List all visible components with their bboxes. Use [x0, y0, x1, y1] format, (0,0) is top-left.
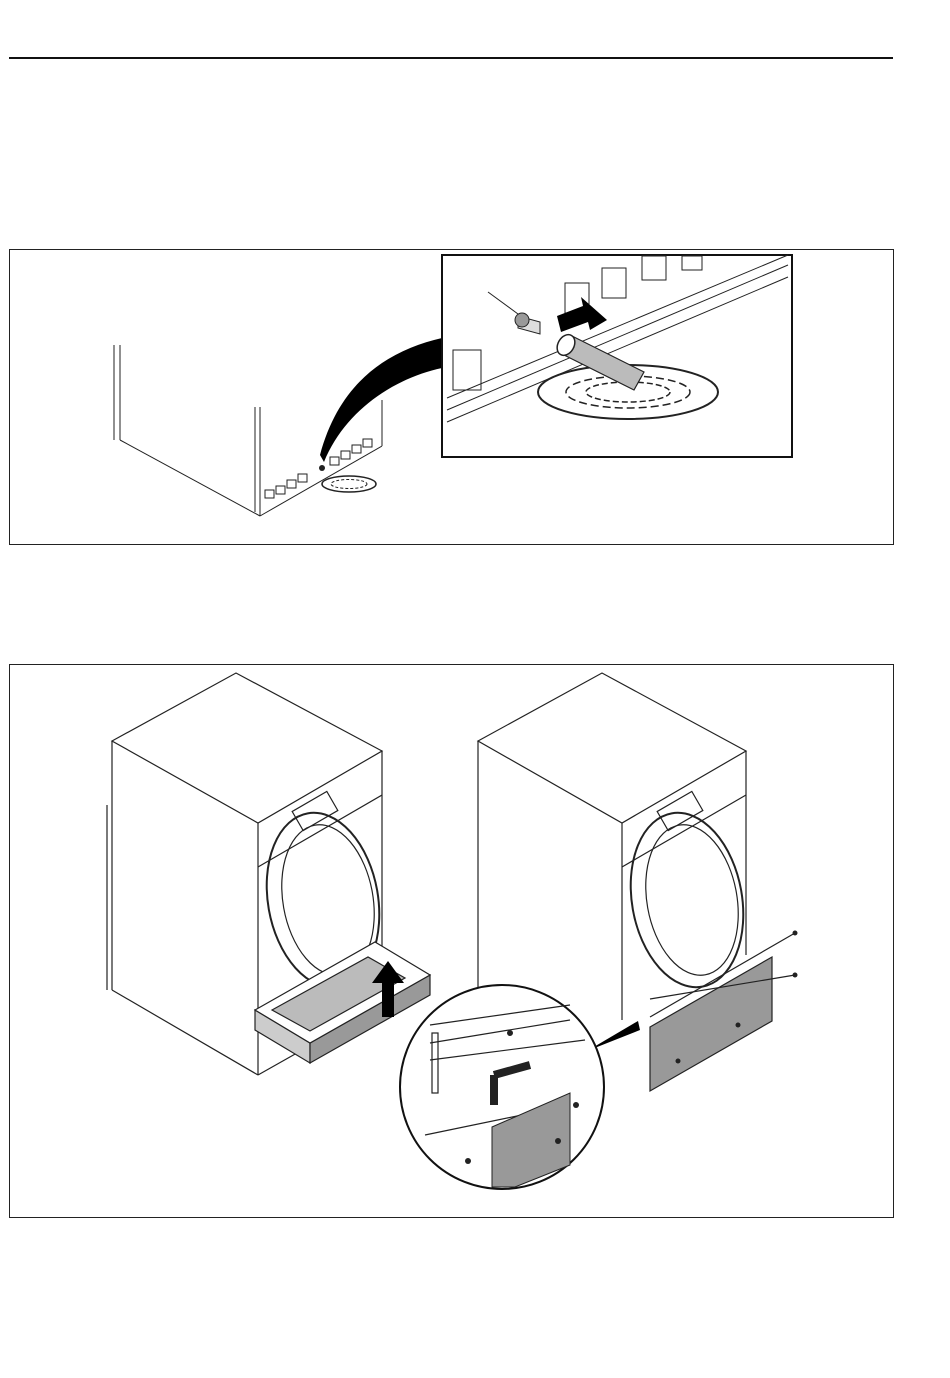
header-rule: [9, 57, 893, 59]
detail-inset: [442, 255, 792, 457]
floor-drain-small: [322, 476, 376, 492]
lint-drawer: [255, 942, 430, 1063]
callout-swoosh: [320, 338, 442, 462]
dryer-front-view-right: [478, 673, 756, 1020]
drain-outlet-small: [319, 465, 325, 471]
figure-drain-connection: [9, 249, 894, 545]
lint-tray-illustration: [10, 665, 895, 1219]
drain-connection-illustration: [10, 250, 895, 546]
figure-lint-tray: [9, 664, 894, 1218]
kick-panel: [650, 933, 795, 1091]
detail-magnifier: [400, 985, 604, 1189]
